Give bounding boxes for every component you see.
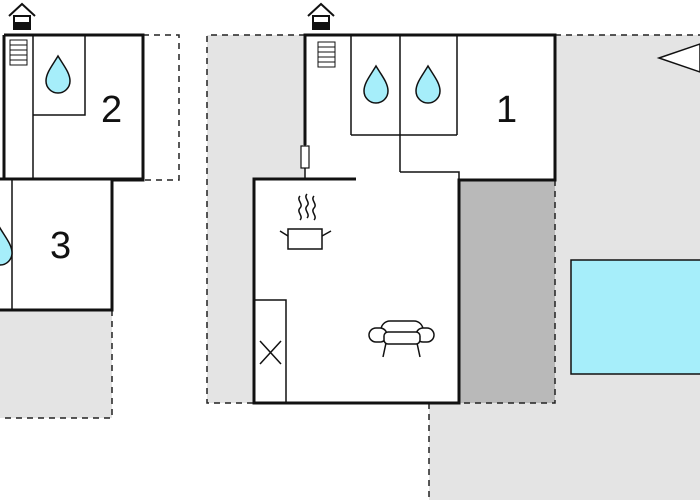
cooking-pot-icon [279, 193, 332, 250]
water-drop-icon [45, 54, 71, 94]
left-outer-wall [0, 33, 145, 312]
boundary-left-bottom [0, 310, 113, 419]
radiator-icon [9, 39, 28, 66]
sofa-icon [368, 320, 435, 358]
water-drop-icon [415, 64, 441, 104]
water-drop-icon [363, 64, 389, 104]
terrace-bottom [429, 403, 700, 500]
room2-bath-outline [33, 35, 86, 116]
room-number-2: 2 [101, 89, 122, 131]
cabinet-outline [253, 299, 287, 404]
compass-arrow-icon [656, 43, 700, 73]
house-entrance-icon [307, 2, 335, 30]
corridor-wall [400, 171, 460, 180]
boundary-right-inner [459, 180, 556, 404]
center-building-walls [252, 33, 557, 405]
house-entrance-icon [8, 2, 36, 30]
room-number-3: 3 [50, 225, 71, 267]
room-number-1: 1 [496, 89, 517, 131]
cabinet-cross-icon [259, 340, 282, 365]
window-icon [300, 145, 310, 169]
boundary-center [206, 34, 305, 404]
dashed-boundaries [0, 34, 700, 500]
left-building-walls [0, 33, 145, 312]
radiator-icon [317, 41, 336, 68]
boundary-left-top [143, 34, 180, 181]
terrace-center-left [207, 35, 254, 403]
swimming-pool [570, 259, 700, 375]
terrace-center-top [254, 35, 305, 179]
covered-terrace [459, 180, 555, 403]
water-drop-icon [0, 226, 13, 266]
terrace-left-bottom [0, 310, 112, 418]
